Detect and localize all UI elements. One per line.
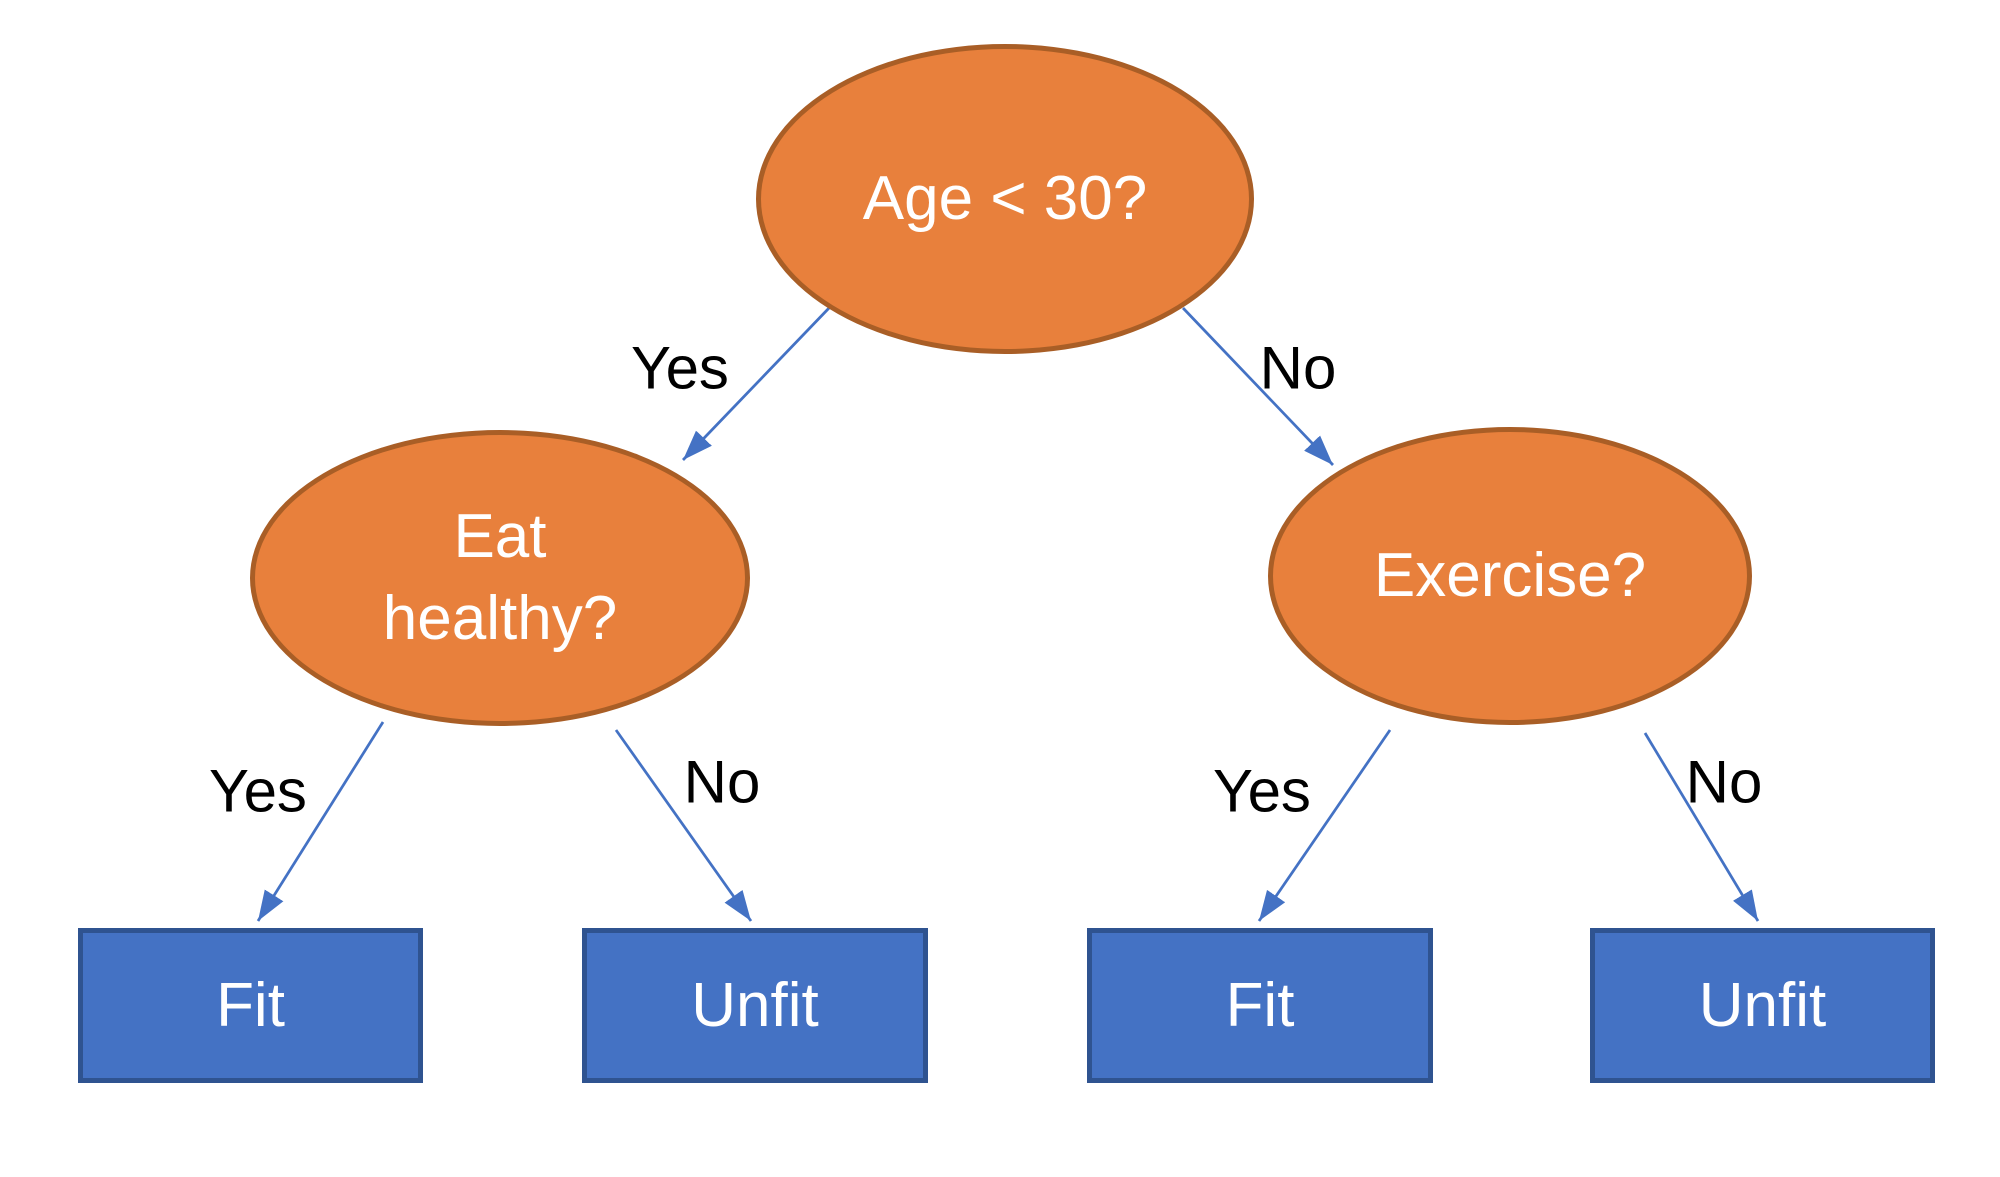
edge-label-eat-no: No <box>683 748 761 816</box>
edge-label-root-no: No <box>1259 334 1337 402</box>
node-label-unfit2: Unfit <box>1698 970 1827 1040</box>
node-label-fit1: Fit <box>216 970 285 1040</box>
edge-label-exercise-no: No <box>1685 748 1763 816</box>
edge-label-eat-yes: Yes <box>209 757 307 825</box>
outcome-node-fit1: Fit <box>78 928 423 1083</box>
outcome-node-unfit1: Unfit <box>582 928 928 1083</box>
node-label-root: Age < 30? <box>862 164 1148 234</box>
edge-label-root-yes: Yes <box>631 334 729 402</box>
node-label-unfit1: Unfit <box>691 970 819 1040</box>
node-label-fit2: Fit <box>1225 970 1295 1040</box>
decision-node-exercise: Exercise? <box>1268 427 1752 725</box>
decision-node-root: Age < 30? <box>756 44 1254 354</box>
outcome-node-fit2: Fit <box>1087 928 1433 1083</box>
edge-label-exercise-yes: Yes <box>1213 757 1311 825</box>
node-label-exercise: Exercise? <box>1373 541 1647 611</box>
outcome-node-unfit2: Unfit <box>1590 928 1935 1083</box>
